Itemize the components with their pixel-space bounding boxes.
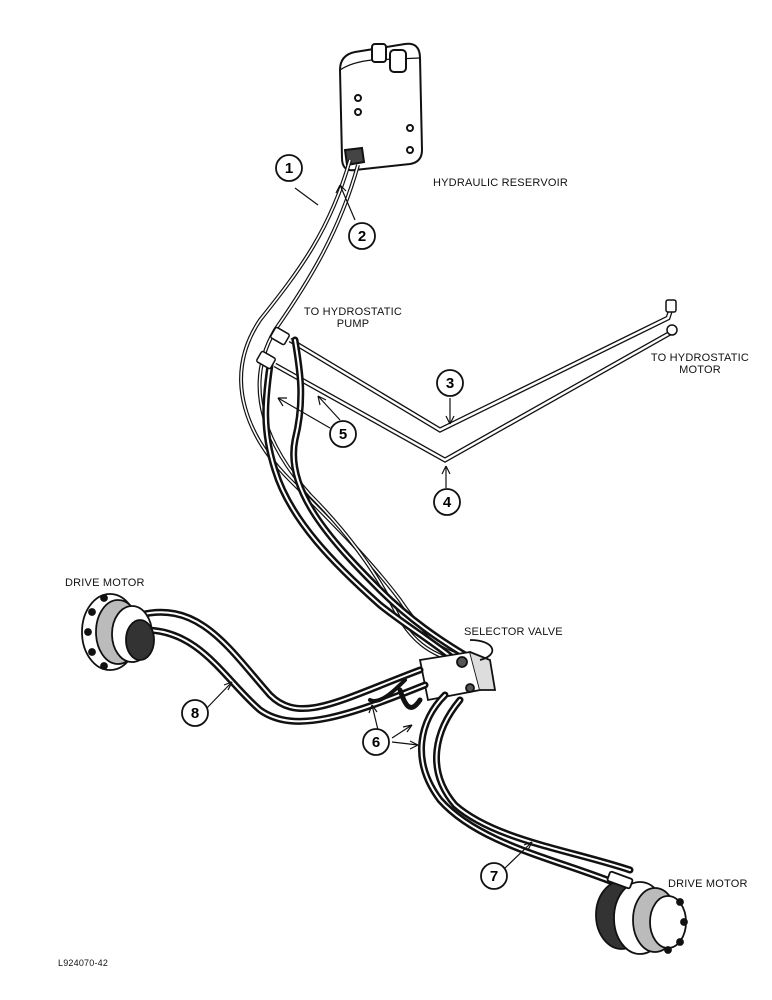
figure-id: L924070-42 (58, 958, 109, 968)
callout-7: 7 (480, 862, 508, 890)
hydrostatic-motor-fittings (665, 299, 678, 336)
label-drive-motor-right: DRIVE MOTOR (668, 878, 748, 890)
callout-7-number: 7 (490, 868, 498, 885)
callout-4: 4 (433, 488, 461, 516)
label-to-hydrostatic-pump-line1: TO HYDROSTATIC (303, 306, 403, 318)
callout-5-number: 5 (339, 426, 347, 443)
label-selector-valve: SELECTOR VALVE (464, 626, 563, 638)
pump-fittings (256, 326, 290, 370)
callout-2: 2 (348, 222, 376, 250)
callout-6: 6 (362, 728, 390, 756)
callout-1: 1 (275, 154, 303, 182)
callout-3: 3 (436, 369, 464, 397)
label-to-hydrostatic-pump: TO HYDROSTATIC PUMP (298, 306, 408, 330)
hose-7 (418, 691, 634, 889)
callout-5: 5 (329, 420, 357, 448)
label-drive-motor-left: DRIVE MOTOR (65, 577, 145, 589)
label-hydraulic-reservoir: HYDRAULIC RESERVOIR (433, 177, 569, 189)
label-to-hydrostatic-motor: TO HYDROSTATIC MOTOR (640, 352, 760, 376)
tube-4 (273, 329, 674, 463)
callout-4-number: 4 (443, 494, 452, 511)
callout-8-number: 8 (191, 705, 199, 722)
callout-2-number: 2 (358, 228, 366, 245)
drive-motor-right (595, 870, 688, 955)
callout-leaders (204, 184, 533, 869)
label-to-hydrostatic-pump-line2: PUMP (336, 318, 370, 330)
callout-1-number: 1 (285, 160, 293, 177)
callout-3-number: 3 (446, 375, 454, 392)
selector-valve (418, 639, 497, 702)
hydraulic-reservoir-tank (338, 42, 424, 172)
hose-8 (136, 608, 429, 725)
label-to-hydrostatic-motor-line2: MOTOR (679, 364, 721, 376)
hose-5 (262, 336, 469, 664)
hose-6 (368, 678, 423, 710)
callout-8: 8 (181, 699, 209, 727)
drive-motor-left (81, 593, 155, 671)
callout-6-number: 6 (372, 734, 380, 751)
label-to-hydrostatic-motor-line1: TO HYDROSTATIC (650, 352, 750, 364)
